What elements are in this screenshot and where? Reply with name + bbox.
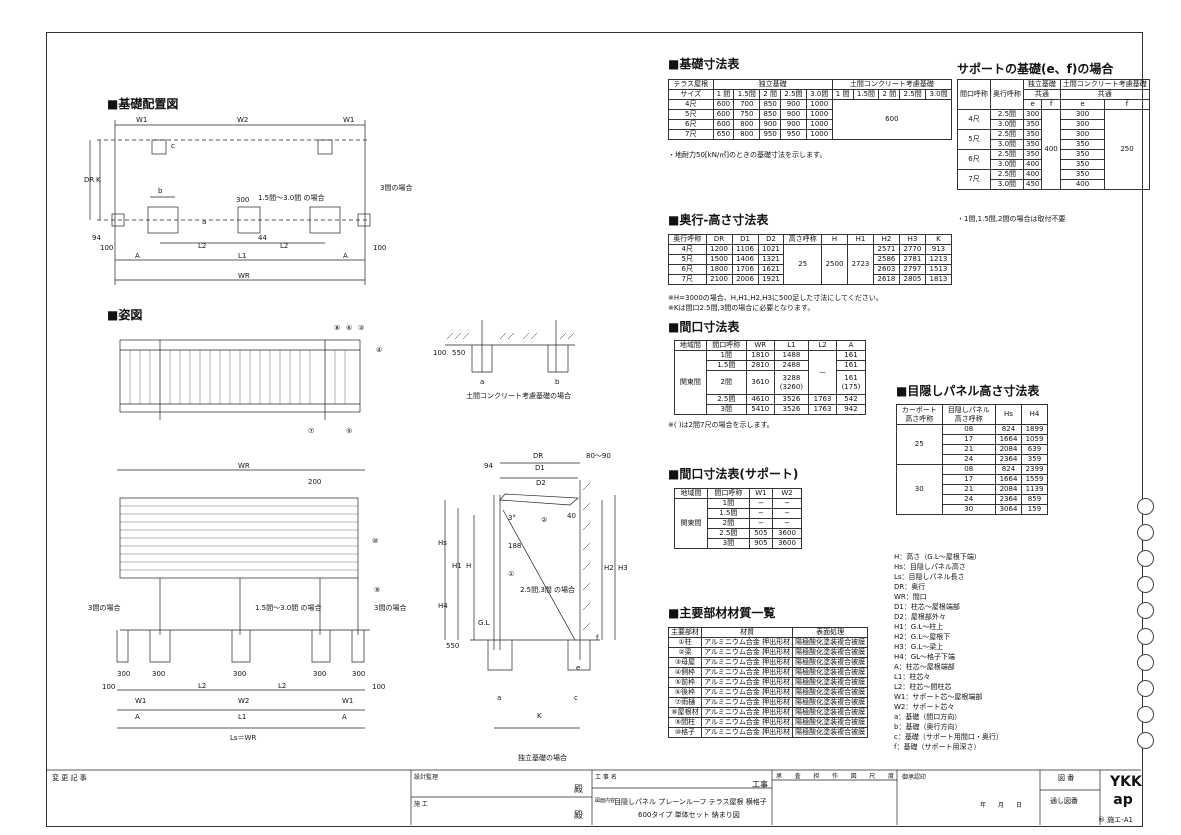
content-line-2: 600タイプ 単体セット 納まり図 bbox=[638, 811, 740, 819]
frontage-title: ■間口寸法表 bbox=[668, 320, 740, 334]
elevation-title: ■姿図 bbox=[107, 308, 143, 322]
change-label: 変 更 記 事 bbox=[52, 774, 87, 782]
margin-circle bbox=[1137, 654, 1154, 671]
layout-plan-title: ■基礎配置図 bbox=[107, 97, 179, 111]
dono-1: 殿 bbox=[574, 785, 584, 795]
depth-note-2: ※Kは間口2.5間,3間の場合に必要となります。 bbox=[668, 304, 815, 312]
construct-label: 施 工 bbox=[414, 801, 428, 808]
brand-logo: YKK ap bbox=[1110, 774, 1142, 808]
margin-circle bbox=[1137, 732, 1154, 749]
frontage-support-title: ■間口寸法表(サポート) bbox=[668, 467, 799, 481]
foundation-note: ・地耐力50[kN/㎡]のときの基礎寸法を示します。 bbox=[668, 151, 827, 159]
margin-circle bbox=[1137, 706, 1154, 723]
approval-columns: 承査担作図尺度 bbox=[776, 773, 894, 780]
margin-circle bbox=[1137, 498, 1154, 515]
date-fields: 年 月 日 bbox=[980, 802, 1023, 809]
margin-circle bbox=[1137, 602, 1154, 619]
materials-table: 主要部材材質表面処理 ①柱アルミニウム合金 押出形材陽極酸化塗装複合被膜 ②梁ア… bbox=[668, 627, 869, 738]
materials-title: ■主要部材材質一覧 bbox=[668, 606, 776, 620]
margin-circle bbox=[1137, 576, 1154, 593]
depth-note-1: ※H=3000の場合、H,H1,H2,H3に500足した寸法にしてください。 bbox=[668, 294, 883, 302]
panel-height-title: ■目隠しパネル高さ寸法表 bbox=[896, 384, 1040, 398]
serial-number-label: 通し図番 bbox=[1050, 797, 1078, 805]
frontage-note: ※( )は2間7尺の場合を示します。 bbox=[668, 421, 774, 429]
design-label: 設計監理 bbox=[414, 774, 439, 781]
foundation-table-title: ■基礎寸法表 bbox=[668, 57, 740, 71]
drawing-number-label: 図 番 bbox=[1058, 774, 1075, 782]
depth-height-title: ■奥行-高さ寸法表 bbox=[668, 213, 769, 227]
margin-circle bbox=[1137, 550, 1154, 567]
sheet-code: ® 施エ-A1 bbox=[1098, 816, 1133, 824]
approval-stamp-label: 御承認印 bbox=[902, 774, 927, 781]
work-name-label: 工 事 名 bbox=[595, 774, 617, 781]
drawing-sheet bbox=[46, 32, 1143, 827]
margin-circle bbox=[1137, 680, 1154, 697]
margin-circle bbox=[1137, 628, 1154, 645]
koji-label: 工事 bbox=[752, 780, 768, 789]
dono-2: 殿 bbox=[574, 811, 584, 821]
content-label: 図面内容 bbox=[595, 798, 616, 804]
margin-circle bbox=[1137, 524, 1154, 541]
support-note: ・1間,1.5間,2間の場合は取付不要 bbox=[957, 215, 1066, 223]
content-line-1: 目隠しパネル プレーンルーフ テラス屋根 横格子 bbox=[614, 798, 767, 806]
support-table-title: サポートの基礎(e、f)の場合 bbox=[957, 62, 1114, 76]
